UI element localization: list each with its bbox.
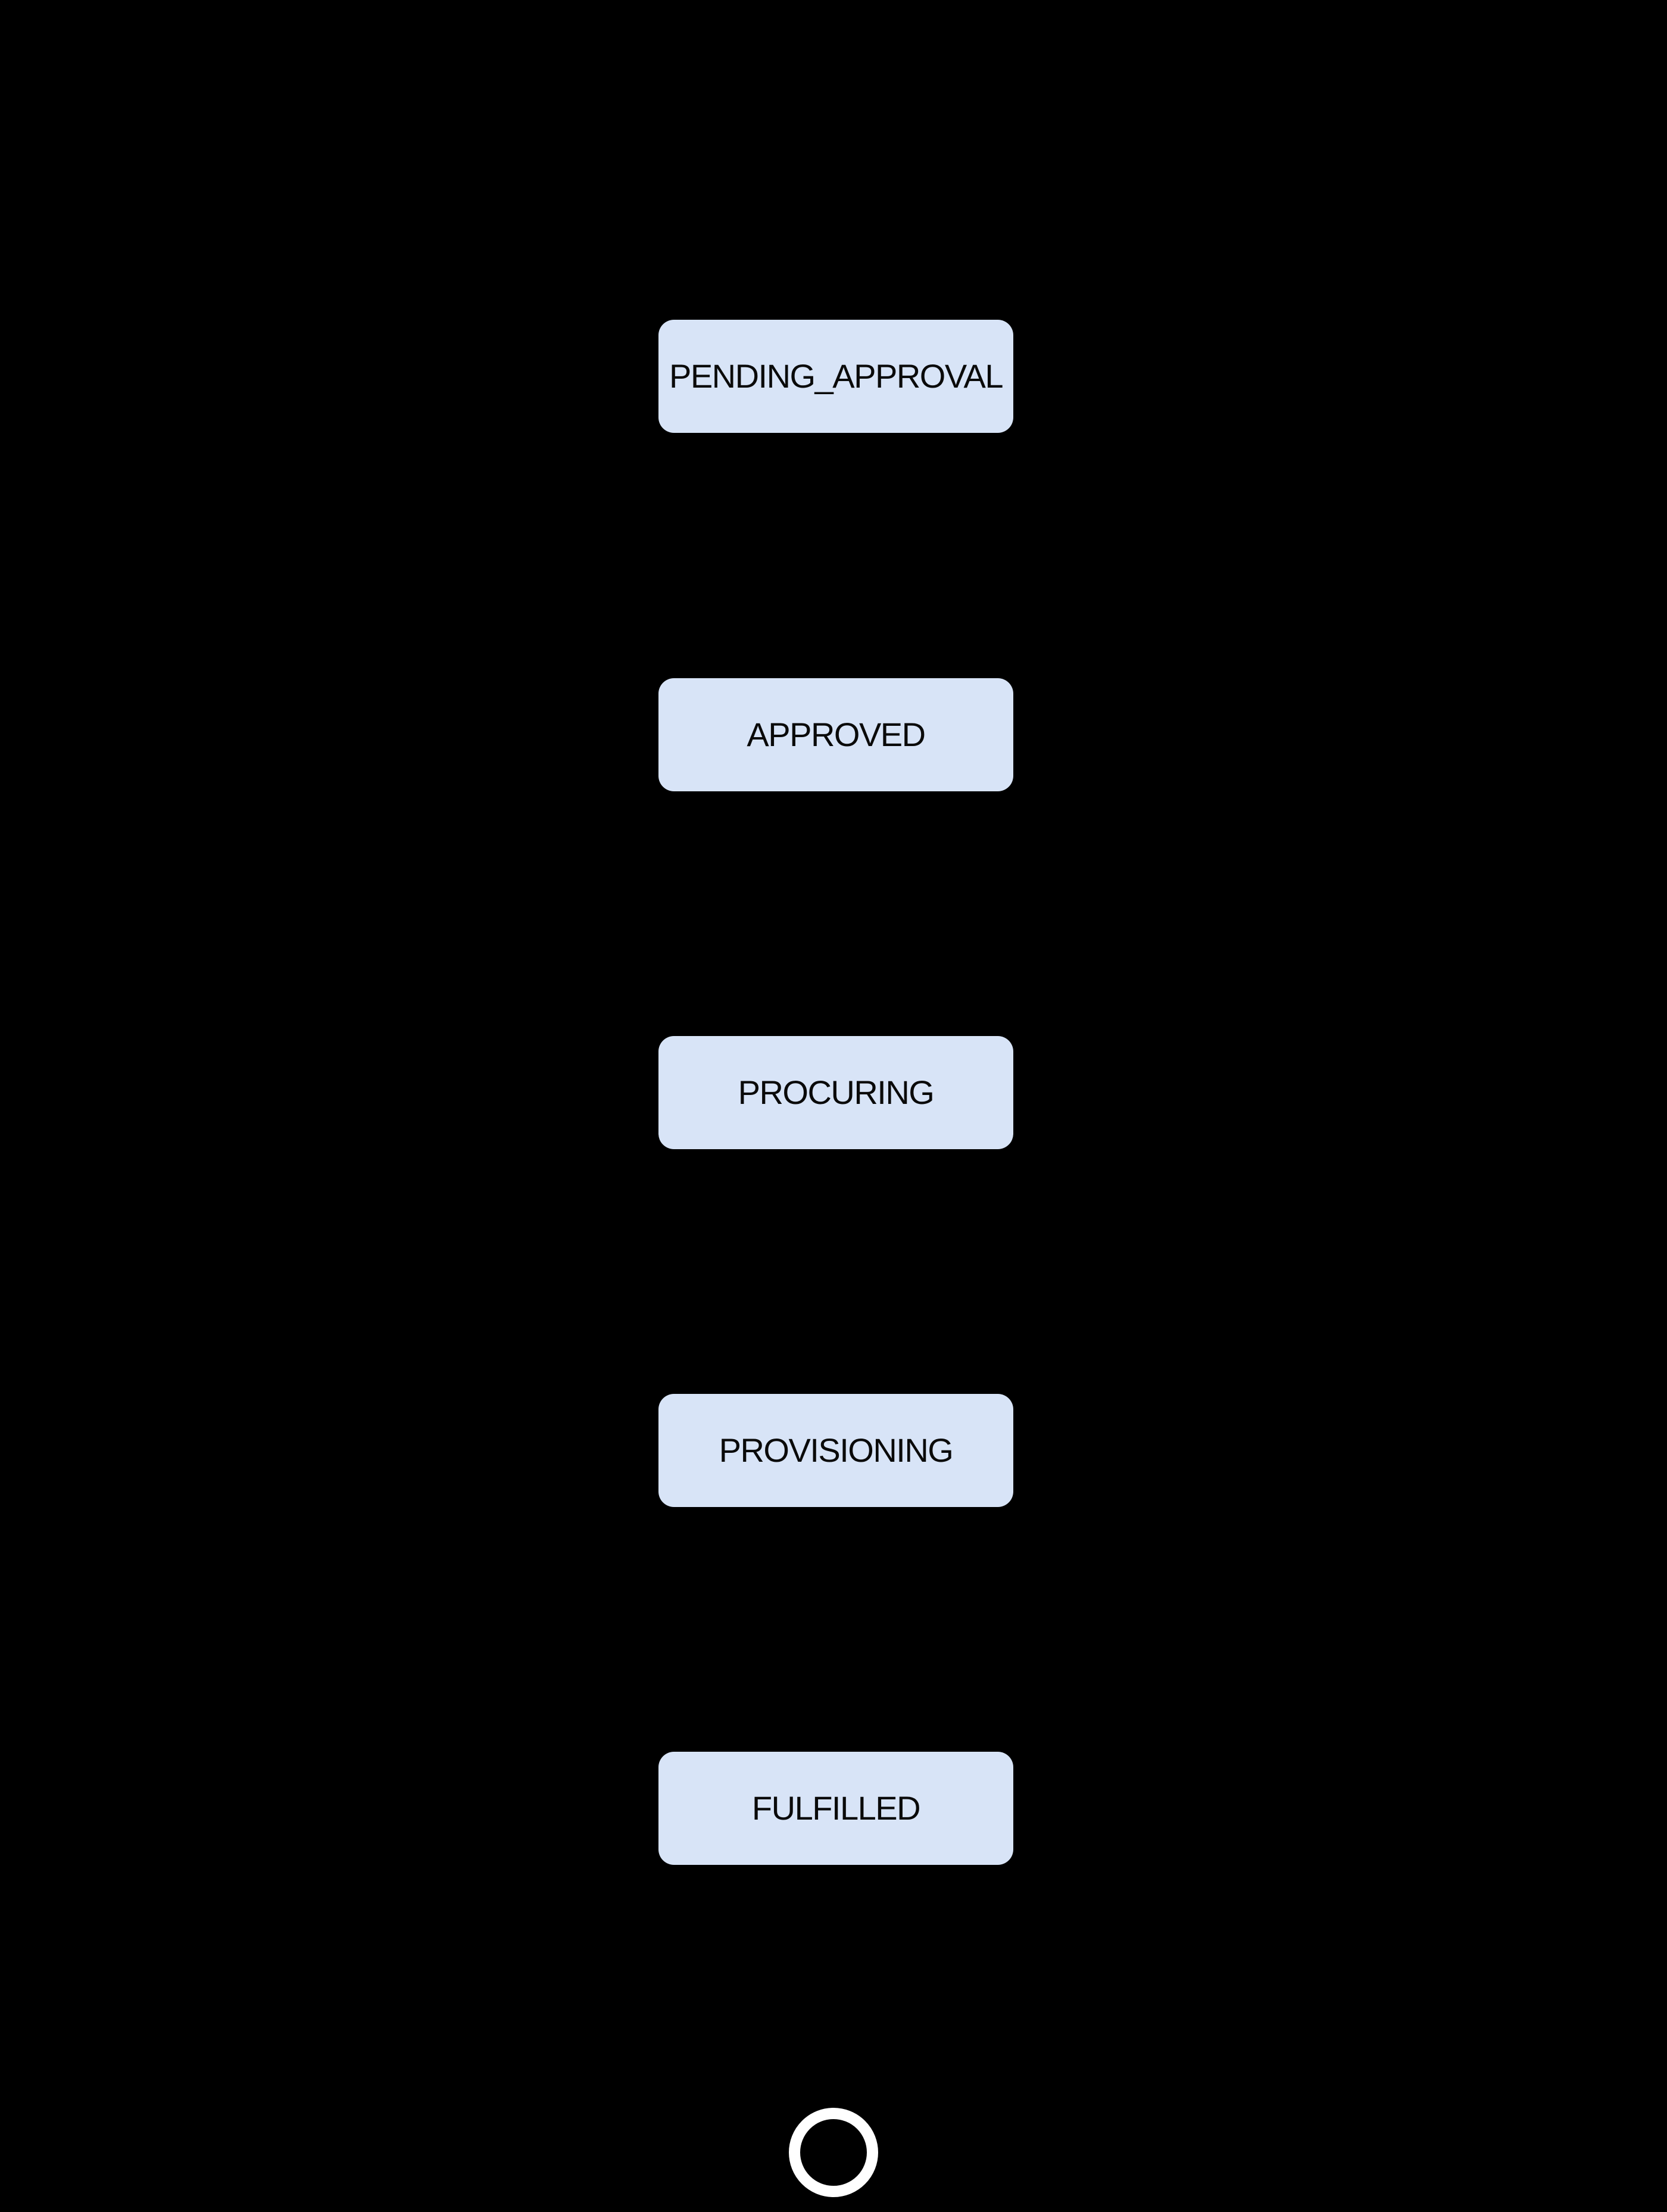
final-state-icon <box>789 2108 878 2197</box>
state-label: APPROVED <box>747 716 926 753</box>
state-label: FULFILLED <box>751 1789 921 1827</box>
state-node-fulfilled: FULFILLED <box>658 1752 1013 1865</box>
state-label: PENDING_APPROVAL <box>669 357 1004 395</box>
state-label: PROCURING <box>738 1074 935 1111</box>
state-node-approved: APPROVED <box>658 678 1013 791</box>
state-node-provisioning: PROVISIONING <box>658 1394 1013 1507</box>
state-label: PROVISIONING <box>719 1431 954 1469</box>
state-node-pending-approval: PENDING_APPROVAL <box>658 320 1013 433</box>
state-node-procuring: PROCURING <box>658 1036 1013 1149</box>
